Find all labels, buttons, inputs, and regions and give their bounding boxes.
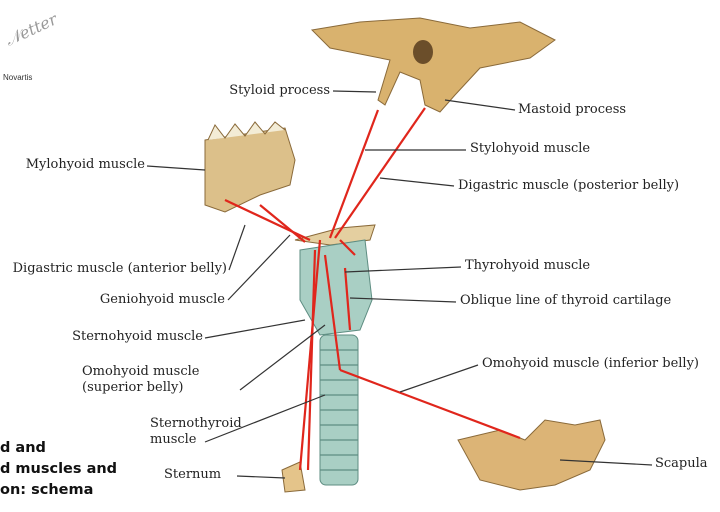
label-sternohyoid-muscle: Sternohyoid muscle xyxy=(72,329,203,344)
label-sternothyroid-muscle: Sternothyroid muscle xyxy=(150,416,242,448)
muscle-action-lines xyxy=(224,107,521,471)
label-mylohyoid-muscle: Mylohyoid muscle xyxy=(25,157,145,172)
label-mastoid-process: Mastoid process xyxy=(518,102,627,117)
label-line: Sternothyroid xyxy=(150,416,242,431)
label-digastric-anterior: Digastric muscle (anterior belly) xyxy=(12,261,227,276)
label-omohyoid-superior: Omohyoid muscle (superior belly) xyxy=(82,364,199,396)
figure-title-line: d muscles and xyxy=(0,461,118,477)
temporal-bone xyxy=(310,17,556,113)
label-thyrohyoid-muscle: Thyrohyoid muscle xyxy=(465,258,591,273)
label-styloid-process: Styloid process xyxy=(229,83,330,98)
thyroid-cartilage xyxy=(299,239,373,336)
label-omohyoid-inferior: Omohyoid muscle (inferior belly) xyxy=(482,356,700,371)
label-line: muscle xyxy=(150,432,197,447)
figure-title-line: d and xyxy=(0,440,46,456)
label-line: (superior belly) xyxy=(82,380,184,395)
figure-title-line: on: schema xyxy=(0,482,94,498)
label-line: Omohyoid muscle xyxy=(82,364,200,379)
teeth xyxy=(207,121,286,141)
scapula-bone xyxy=(457,419,606,491)
leader-lines xyxy=(146,90,653,479)
label-digastric-posterior: Digastric muscle (posterior belly) xyxy=(458,178,680,193)
label-oblique-line: Oblique line of thyroid cartilage xyxy=(460,293,672,308)
publisher-label: Novartis xyxy=(3,73,33,82)
label-scapula: Scapula xyxy=(655,456,708,471)
label-geniohyoid-muscle: Geniohyoid muscle xyxy=(99,292,225,307)
label-sternum: Sternum xyxy=(164,467,222,482)
sternum-bone xyxy=(281,461,306,493)
label-stylohyoid-muscle: Stylohyoid muscle xyxy=(470,141,591,156)
mandible xyxy=(204,127,296,213)
